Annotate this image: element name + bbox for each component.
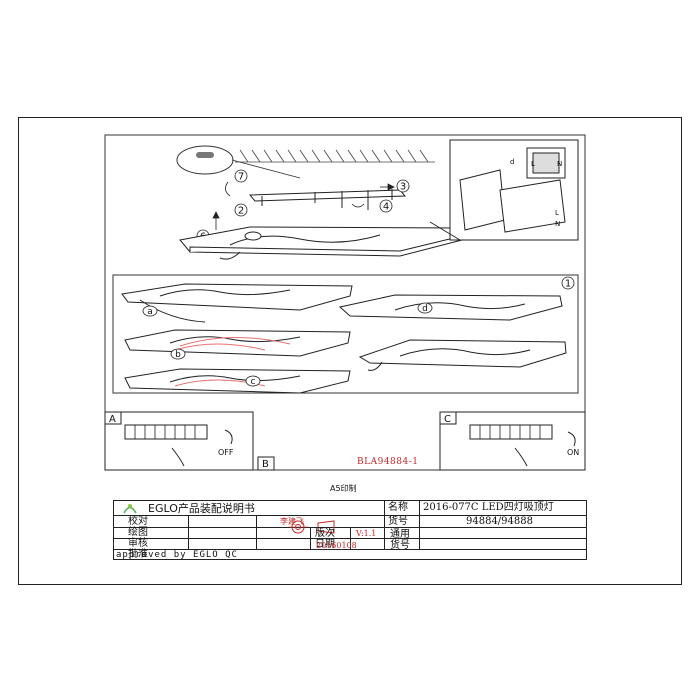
step-numbers: 7 3 2 4 6 5 1 (196, 153, 575, 290)
step-1: 1 (565, 279, 571, 290)
on-caption: ON (567, 448, 579, 457)
name-value: 2016-077C LED四灯吸顶灯 (423, 502, 554, 513)
date-label: 日期 (315, 539, 335, 550)
connector-l-1: L (531, 160, 535, 168)
connector-d: d (510, 158, 514, 166)
item-label: 货号 (388, 516, 408, 527)
lamp-step-a (121, 283, 353, 323)
callout-c: c (251, 377, 256, 387)
approved-by: approved by EGLO QC (116, 550, 238, 560)
switch-panel-c (439, 411, 586, 471)
date-value: 20160108 (316, 541, 357, 550)
general-label: 通用 (390, 529, 410, 540)
step-2: 2 (238, 206, 244, 217)
off-caption: OFF (218, 448, 234, 457)
callouts: a b c d (142, 302, 433, 387)
wiring-detail (429, 139, 579, 241)
eglo-logo (122, 502, 138, 514)
row-label-draw: 绘图 (128, 527, 148, 538)
name-label: 名称 (388, 502, 408, 513)
ceiling-hatch (235, 149, 435, 163)
lamp-main (179, 226, 463, 260)
assembly-drawing: 7 3 2 4 6 5 1 L N d L N (104, 134, 586, 471)
connector-n-2: N (555, 220, 560, 228)
connector-l-2: L (555, 209, 559, 217)
step-4: 4 (383, 202, 389, 213)
mounting-bracket (248, 189, 407, 210)
print-note: A5印制 (330, 484, 357, 493)
document-code: BLA94884-1 (357, 457, 419, 467)
step-7: 7 (238, 172, 244, 183)
brand-title: EGLO产品装配说明书 (148, 502, 255, 515)
item-value: 94884/94888 (466, 516, 533, 527)
connector-n-1: N (557, 160, 562, 168)
callout-b: b (175, 350, 181, 360)
panel-a-letter: A (109, 414, 116, 425)
projection-symbol (284, 517, 344, 537)
switch-panel-a (104, 411, 254, 471)
title-block: EGLO产品装配说明书 名称 2016-077C LED四灯吸顶灯 校对 李建飞… (113, 500, 587, 560)
callout-d: d (422, 304, 428, 314)
row-label-approve: 批准 (128, 549, 148, 560)
callout-a: a (147, 307, 153, 317)
version-label: 版次 (315, 528, 335, 539)
general-label-2: 货号 (390, 540, 410, 551)
panel-c-letter: C (444, 414, 451, 425)
version-value: V:1.1 (356, 529, 377, 538)
row-label-review: 审核 (128, 538, 148, 549)
panel-letters: A B C (109, 414, 451, 470)
step-3: 3 (400, 182, 406, 193)
lamp-step-d (338, 294, 563, 321)
row-label-proof: 校对 (128, 516, 148, 527)
row-value-proof: 李建飞 (280, 517, 304, 526)
lamp-step-c (124, 368, 351, 394)
page-frame (18, 117, 682, 585)
drill-detail (176, 145, 301, 179)
panel-b-letter: B (262, 459, 269, 470)
lamp-step-b (124, 329, 351, 357)
lamp-assembled (358, 339, 567, 371)
